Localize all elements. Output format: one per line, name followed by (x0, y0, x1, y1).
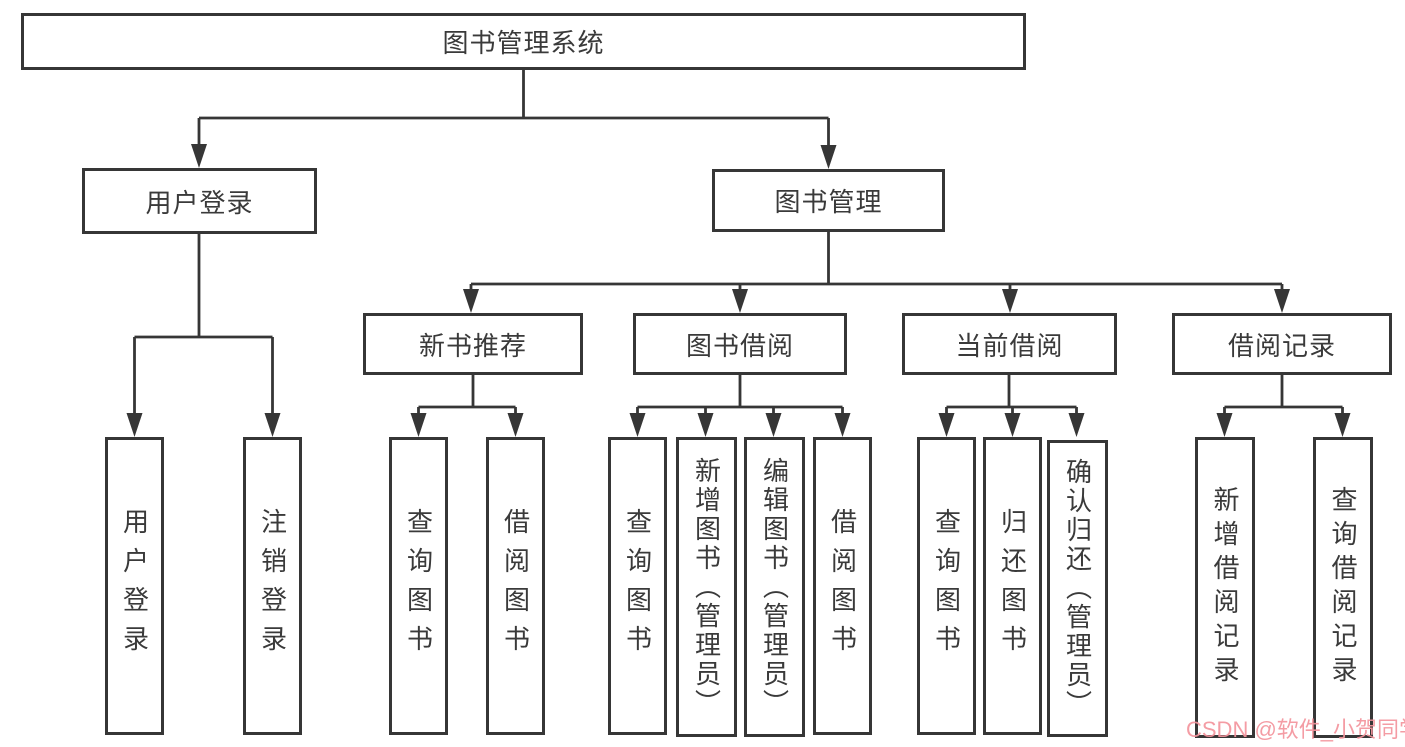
node-book-borrow-label: 图书借阅 (685, 330, 794, 361)
leaf-add-borrow-record: 新增借阅记录 (1195, 437, 1255, 738)
leaf-user-login-label: 用户登录 (119, 508, 150, 664)
leaf-query-books-current-label: 查询图书 (931, 508, 962, 664)
leaf-query-borrow-record: 查询借阅记录 (1313, 437, 1373, 738)
leaf-add-books-admin-label: 新增图书（管理员） (691, 456, 722, 718)
leaf-query-books-current: 查询图书 (917, 437, 976, 735)
leaf-borrow-books-label: 借阅图书 (827, 508, 858, 664)
leaf-confirm-return-admin: 确认归还（管理员） (1047, 440, 1108, 737)
leaf-edit-books-admin: 编辑图书（管理员） (744, 437, 805, 737)
node-borrow-records: 借阅记录 (1172, 313, 1392, 375)
csdn-watermark: CSDN @软件_小贺同学 (1186, 717, 1405, 742)
leaf-return-books-label: 归还图书 (997, 508, 1028, 664)
node-book-management: 图书管理 (712, 169, 945, 232)
leaf-borrow-books: 借阅图书 (813, 437, 872, 735)
leaf-borrow-books-recommend-label: 借阅图书 (500, 508, 531, 664)
leaf-query-books-recommend-label: 查询图书 (403, 508, 434, 664)
node-borrow-records-label: 借阅记录 (1227, 330, 1336, 361)
root-node-label: 图书管理系统 (442, 28, 605, 58)
leaf-logout: 注销登录 (243, 437, 302, 735)
node-book-management-label: 图书管理 (774, 187, 883, 217)
leaf-return-books: 归还图书 (983, 437, 1042, 735)
leaf-user-login: 用户登录 (105, 437, 164, 735)
leaf-query-books-recommend: 查询图书 (389, 437, 448, 735)
leaf-add-borrow-record-label: 新增借阅记录 (1210, 485, 1240, 690)
node-current-borrow: 当前借阅 (902, 313, 1117, 375)
leaf-query-books-borrow-label: 查询图书 (622, 508, 653, 664)
root-node-book-management-system: 图书管理系统 (21, 13, 1026, 70)
node-new-book-recommend-label: 新书推荐 (418, 330, 527, 361)
leaf-confirm-return-admin-label: 确认归还（管理员） (1062, 458, 1093, 719)
leaf-query-books-borrow: 查询图书 (608, 437, 667, 735)
node-user-login-label: 用户登录 (145, 187, 254, 218)
leaf-query-borrow-record-label: 查询借阅记录 (1328, 485, 1358, 690)
leaf-logout-label: 注销登录 (257, 508, 288, 664)
node-user-login: 用户登录 (82, 168, 317, 234)
node-book-borrow: 图书借阅 (633, 313, 847, 375)
leaf-edit-books-admin-label: 编辑图书（管理员） (759, 456, 790, 718)
node-new-book-recommend: 新书推荐 (363, 313, 583, 375)
leaf-add-books-admin: 新增图书（管理员） (676, 437, 737, 737)
node-current-borrow-label: 当前借阅 (955, 330, 1064, 361)
leaf-borrow-books-recommend: 借阅图书 (486, 437, 545, 735)
